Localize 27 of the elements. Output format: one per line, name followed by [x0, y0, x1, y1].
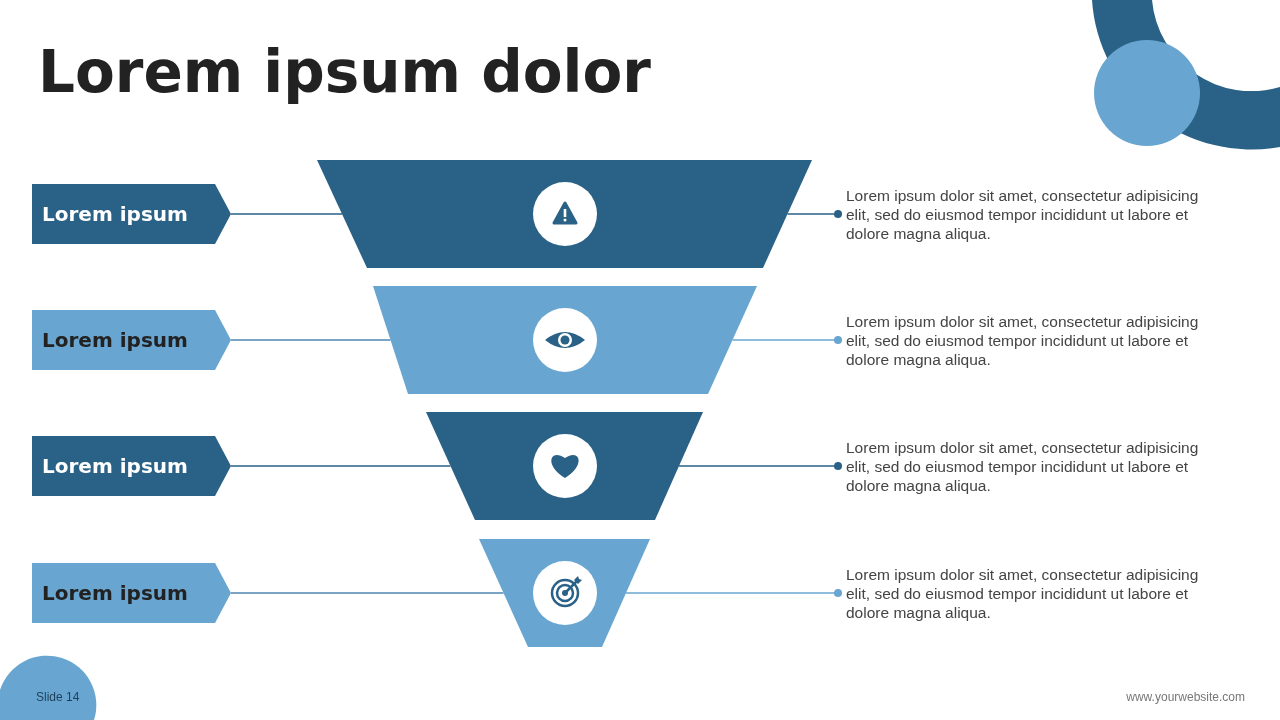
connector-line — [230, 213, 343, 215]
dot-connector — [625, 588, 843, 598]
tag-label: Lorem ipsum — [42, 328, 188, 352]
tag-label: Lorem ipsum — [42, 581, 188, 605]
tag-box — [32, 184, 231, 244]
slide-title: Lorem ipsum dolor — [38, 38, 651, 106]
connector-line — [230, 592, 505, 594]
dot-connector — [731, 335, 843, 345]
tag-label: Lorem ipsum — [42, 202, 188, 226]
tag-box — [32, 310, 231, 370]
slide-number: Slide 14 — [36, 690, 80, 704]
dot-connector — [678, 461, 843, 471]
funnel-segment — [479, 539, 650, 647]
funnel-segment — [426, 412, 703, 520]
connector-line — [230, 339, 392, 341]
website-address: www.yourwebsite.com — [1126, 690, 1245, 704]
description-text: Lorem ipsum dolor sit amet, consectetur adipisicing elit, sed do eiusmod tempor incididunt ut labore et dolore magna aliqua. — [846, 312, 1200, 369]
funnel-segment — [317, 160, 812, 268]
tag-label: Lorem ipsum — [42, 454, 188, 478]
description-text: Lorem ipsum dolor sit amet, consectetur adipisicing elit, sed do eiusmod tempor incididunt ut labore et dolore magna aliqua. — [846, 565, 1200, 622]
description-text: Lorem ipsum dolor sit amet, consectetur adipisicing elit, sed do eiusmod tempor incididunt ut labore et dolore magna aliqua. — [846, 186, 1200, 243]
tag-box — [32, 436, 231, 496]
tag-box — [32, 563, 231, 623]
dot-connector — [786, 209, 843, 219]
funnel-segment — [373, 286, 757, 394]
description-text: Lorem ipsum dolor sit amet, consectetur adipisicing elit, sed do eiusmod tempor incididunt ut labore et dolore magna aliqua. — [846, 438, 1200, 495]
connector-line — [230, 465, 452, 467]
